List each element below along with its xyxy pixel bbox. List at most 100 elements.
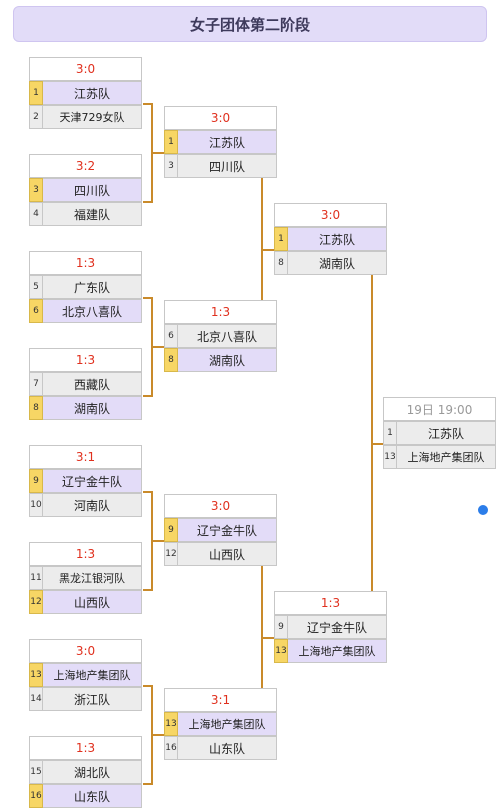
match-score: 3:1: [164, 688, 277, 712]
match-score: 1:3: [164, 300, 277, 324]
page-title: 女子团体第二阶段: [13, 6, 487, 42]
team-name: 北京八喜队: [43, 299, 142, 323]
seed-number: 10: [29, 493, 43, 517]
team-name: 上海地产集团队: [288, 639, 387, 663]
team-name: 广东队: [43, 275, 142, 299]
seed-number: 13: [383, 445, 397, 469]
team-name: 湖南队: [178, 348, 277, 372]
team-name: 江苏队: [397, 421, 496, 445]
team-name: 湖南队: [288, 251, 387, 275]
seed-number: 8: [164, 348, 178, 372]
team-name: 辽宁金牛队: [43, 469, 142, 493]
team-name: 山东队: [43, 784, 142, 808]
team-name: 江苏队: [178, 130, 277, 154]
team-name: 山西队: [43, 590, 142, 614]
seed-number: 16: [164, 736, 178, 760]
match-score: 1:3: [29, 736, 142, 760]
team-name: 上海地产集团队: [43, 663, 142, 687]
seed-number: 5: [29, 275, 43, 299]
seed-number: 1: [274, 227, 288, 251]
team-name: 福建队: [43, 202, 142, 226]
match-score: 1:3: [274, 591, 387, 615]
team-name: 辽宁金牛队: [288, 615, 387, 639]
seed-number: 4: [29, 202, 43, 226]
match-score: 3:0: [164, 106, 277, 130]
match-score: 1:3: [29, 348, 142, 372]
team-name: 湖北队: [43, 760, 142, 784]
seed-number: 15: [29, 760, 43, 784]
team-name: 西藏队: [43, 372, 142, 396]
match-score: 3:0: [29, 57, 142, 81]
seed-number: 2: [29, 105, 43, 129]
seed-number: 13: [29, 663, 43, 687]
team-name: 天津729女队: [43, 105, 142, 129]
seed-number: 6: [164, 324, 178, 348]
seed-number: 14: [29, 687, 43, 711]
seed-number: 9: [274, 615, 288, 639]
team-name: 山西队: [178, 542, 277, 566]
match-score: 3:2: [29, 154, 142, 178]
team-name: 浙江队: [43, 687, 142, 711]
seed-number: 6: [29, 299, 43, 323]
team-name: 上海地产集团队: [178, 712, 277, 736]
team-name: 上海地产集团队: [397, 445, 496, 469]
seed-number: 3: [29, 178, 43, 202]
seed-number: 8: [29, 396, 43, 420]
seed-number: 7: [29, 372, 43, 396]
seed-number: 1: [29, 81, 43, 105]
seed-number: 9: [29, 469, 43, 493]
seed-number: 16: [29, 784, 43, 808]
match-score: 1:3: [29, 542, 142, 566]
seed-number: 11: [29, 566, 43, 590]
scroll-indicator[interactable]: [478, 505, 488, 515]
team-name: 北京八喜队: [178, 324, 277, 348]
team-name: 四川队: [178, 154, 277, 178]
team-name: 河南队: [43, 493, 142, 517]
